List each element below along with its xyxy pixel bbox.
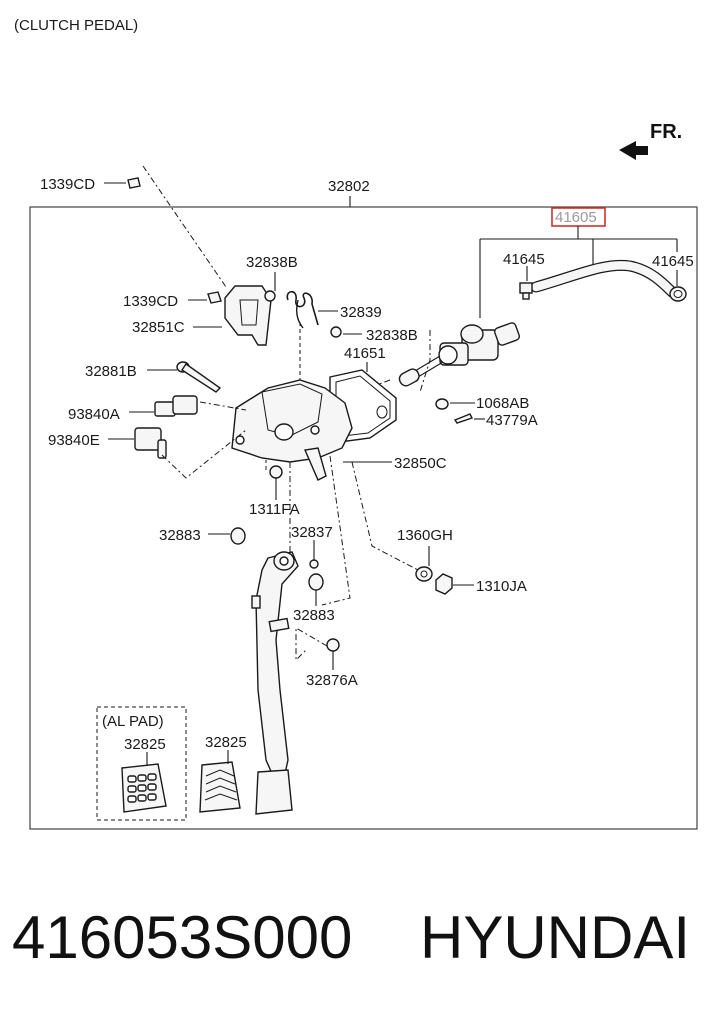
diagram-title: (CLUTCH PEDAL): [14, 17, 138, 34]
part-number: 416053S000: [12, 904, 352, 971]
label-32876A: 32876A: [306, 672, 358, 689]
label-41645-b: 41645: [652, 253, 694, 270]
label-1310JA: 1310JA: [476, 578, 527, 595]
pedal-bracket-32802: [231, 379, 353, 481]
label-1360GH: 1360GH: [397, 527, 453, 544]
bolt-1339CD-top: [127, 177, 141, 189]
label-32883-a: 32883: [159, 527, 201, 544]
front-direction-label: FR.: [650, 121, 682, 143]
label-1068AB: 1068AB: [476, 395, 529, 412]
split-pin-43779A: [453, 413, 473, 424]
bolt-1339CD-mid: [207, 291, 222, 304]
bushing-32838B-a: [264, 290, 276, 302]
al-pad-box: [96, 706, 187, 821]
hose-clip-left: [519, 282, 533, 300]
label-32883-b: 32883: [293, 607, 335, 624]
label-32881B: 32881B: [85, 363, 137, 380]
bushing-32838B-b: [330, 326, 342, 338]
clip-32837: [309, 559, 319, 569]
label-32838B-b: 32838B: [366, 327, 418, 344]
pedal-pad-on-arm: [255, 769, 293, 815]
switch-93840E: [134, 427, 167, 459]
label-1311FA: 1311FA: [249, 501, 300, 518]
clutch-pedal-arm: [251, 551, 299, 779]
al-pad-label: (AL PAD): [102, 713, 164, 730]
label-43779A: 43779A: [486, 412, 538, 429]
label-41651: 41651: [344, 345, 386, 362]
bushing-32883-a: [230, 527, 246, 545]
bushing-32883-b: [308, 573, 324, 591]
pin-32881B: [176, 361, 222, 393]
label-32851C: 32851C: [132, 319, 185, 336]
label-41645-a: 41645: [503, 251, 545, 268]
washer-1360GH: [415, 566, 433, 582]
spring-32839: [286, 290, 319, 329]
label-93840E: 93840E: [48, 432, 100, 449]
label-32837: 32837: [291, 524, 333, 541]
label-1339CD-mid: 1339CD: [123, 293, 178, 310]
label-32825-rubber: 32825: [205, 734, 247, 751]
label-32838B-a: 32838B: [246, 254, 298, 271]
label-32802: 32802: [328, 178, 370, 195]
switch-93840A: [154, 395, 198, 417]
aluminum-pedal-pad-32825: [121, 763, 167, 813]
assembly-frame: [29, 206, 698, 830]
front-direction-arrow-icon: [619, 141, 648, 160]
nut-1310JA: [435, 573, 453, 595]
brand-name: HYUNDAI: [420, 904, 690, 971]
label-1339CD-top: 1339CD: [40, 176, 95, 193]
clutch-master-cylinder: [398, 322, 520, 387]
label-32825-al: 32825: [124, 736, 166, 753]
rubber-pedal-pad-32825: [199, 761, 241, 813]
hose-clamp-right: [669, 286, 687, 302]
label-41605: 41605: [555, 209, 597, 226]
label-32850C: 32850C: [394, 455, 447, 472]
label-93840A: 93840A: [68, 406, 120, 423]
label-32839: 32839: [340, 304, 382, 321]
stopper-32876A: [326, 638, 340, 652]
washer-1068AB: [435, 398, 449, 410]
bracket-32851C: [224, 285, 272, 346]
nut-1311FA: [269, 465, 283, 479]
